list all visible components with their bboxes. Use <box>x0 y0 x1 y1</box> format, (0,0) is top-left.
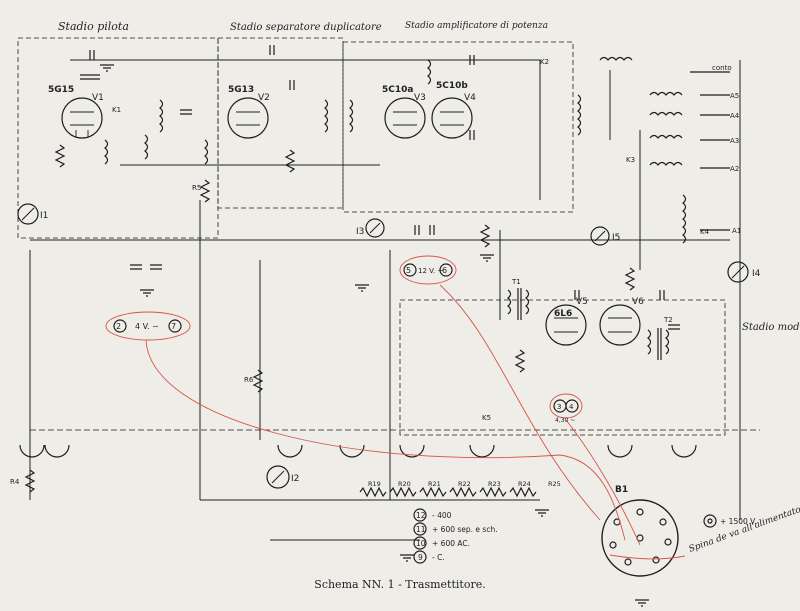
meter-i1-label: I1 <box>40 211 48 221</box>
stage-box-modulatore <box>399 299 726 436</box>
handwritten-note: Spina de va all'alimentatore del trasmet… <box>688 474 800 555</box>
meter-i2 <box>266 465 290 489</box>
heater-430-term-a: 3 <box>557 403 561 411</box>
tube-v1-type: 5G15 <box>48 85 74 95</box>
heater-430-term-b: 4 <box>569 403 574 411</box>
switch-k4-label: K4 <box>700 228 710 236</box>
socket-b1 <box>601 499 679 577</box>
coil-l8 <box>599 56 633 61</box>
heater-4v-term-b: 7 <box>171 322 176 331</box>
stage-box-separatore <box>217 37 344 209</box>
coil-ch2 <box>204 139 209 165</box>
transformer-t1 <box>507 288 530 320</box>
meter-i4 <box>727 261 749 283</box>
switch-k5-label: K5 <box>482 414 491 422</box>
coil-ch1 <box>104 139 109 165</box>
meter-i3 <box>365 218 385 238</box>
tube-v5-type: 6L6 <box>554 309 572 319</box>
resistor-label: R22 <box>458 480 471 488</box>
resistor-r4-label: R4 <box>10 478 20 486</box>
coil-l2 <box>144 134 149 160</box>
antenna-conto-label: conto <box>712 64 732 72</box>
resistor-r6-label: R6 <box>244 376 254 384</box>
terminal-12-num: 12 <box>416 511 426 520</box>
tube-v2 <box>227 97 269 139</box>
terminal-11-text: + 600 sep. e sch. <box>432 525 498 534</box>
transformer-t1-label: T1 <box>511 278 521 286</box>
tube-v6-label: V6 <box>632 297 644 307</box>
antenna-a4-label: A4 <box>730 112 740 120</box>
terminal-12-text: - 400 <box>432 511 452 520</box>
antenna-a2-label: A2 <box>730 165 739 173</box>
coil-ch6 <box>427 59 432 85</box>
tube-v1 <box>61 97 103 139</box>
heater-430-label: 4,30 ~ <box>555 417 575 424</box>
stage-label-modulatore: Stadio modulatore <box>742 322 800 333</box>
resistor-label: R25 <box>548 480 561 488</box>
stage-box-amplificatore <box>342 41 574 213</box>
tube-v1-label: V1 <box>92 93 104 103</box>
coil-l4 <box>349 99 354 133</box>
meter-i1 <box>17 203 39 225</box>
resistor-label: R19 <box>368 480 381 488</box>
coil-l13 <box>682 194 687 244</box>
stage-label-separatore: Stadio separatore duplicatore <box>230 22 382 33</box>
terminal-11-num: 11 <box>416 525 426 534</box>
stage-box-pilota <box>17 37 219 239</box>
switch-k3-label: K3 <box>626 156 635 164</box>
terminal-10-num: 10 <box>416 539 426 548</box>
stage-label-amplificatore: Stadio amplificatore di potenza <box>405 21 548 31</box>
meter-i5 <box>590 226 610 246</box>
coil-l11 <box>649 134 683 139</box>
tube-v2-label: V2 <box>258 93 270 103</box>
coil-l12 <box>649 161 683 166</box>
switch-k2-label: K2 <box>540 58 549 66</box>
tube-v4-type: 5C10b <box>436 81 468 91</box>
meter-i5-label: I5 <box>612 233 620 243</box>
antenna-a3-label: A3 <box>730 137 739 145</box>
meter-i4-label: I4 <box>752 269 761 279</box>
coil-l9 <box>649 91 683 96</box>
heater-12v-label: 12 V. ~ <box>418 267 443 275</box>
plus-1500-label: + 1500 V. <box>720 517 757 526</box>
resistor-label: R23 <box>488 480 501 488</box>
heater-12v-term-b: 6 <box>442 266 447 275</box>
tube-v2-type: 5G13 <box>228 85 254 95</box>
coil-l10 <box>649 111 683 116</box>
transformer-t2 <box>647 328 670 360</box>
socket-b1-label: B1 <box>615 485 628 495</box>
coil-l1 <box>159 99 164 133</box>
coil-l6 <box>577 94 582 136</box>
tube-v3-label: V3 <box>414 93 426 103</box>
tube-v3 <box>384 97 426 139</box>
meter-i3-label: I3 <box>356 227 364 237</box>
terminal-9-text: - C. <box>432 553 445 562</box>
tube-v5 <box>545 304 587 346</box>
terminal-9-num: 9 <box>418 553 423 562</box>
coil-l3 <box>324 99 329 133</box>
tube-v4-label: V4 <box>464 93 476 103</box>
terminal-10-text: + 600 AC. <box>432 539 470 548</box>
resistor-label: R21 <box>428 480 441 488</box>
tube-v5-label: V5 <box>576 297 588 307</box>
switch-k1-label: K1 <box>112 106 121 114</box>
meter-i2-label: I2 <box>291 474 299 484</box>
antenna-a1-label: A1 <box>732 227 741 235</box>
transformer-t2-label: T2 <box>663 316 673 324</box>
antenna-a5-label: A5 <box>730 92 739 100</box>
tube-v6 <box>599 304 641 346</box>
tube-v3-type: 5C10a <box>382 85 413 95</box>
heater-12v-term-a: 5 <box>406 266 411 275</box>
figure-caption: Schema NN. 1 - Trasmettitore. <box>314 578 486 591</box>
heater-4v-label: 4 V. ~ <box>135 322 159 331</box>
resistor-label: R20 <box>398 480 411 488</box>
resistor-label: R24 <box>518 480 531 488</box>
heater-4v-term-a: 2 <box>116 322 121 331</box>
resistor-r5-label: R5 <box>192 184 201 192</box>
stage-label-pilota: Stadio pilota <box>58 20 129 33</box>
tube-v4 <box>431 97 473 139</box>
